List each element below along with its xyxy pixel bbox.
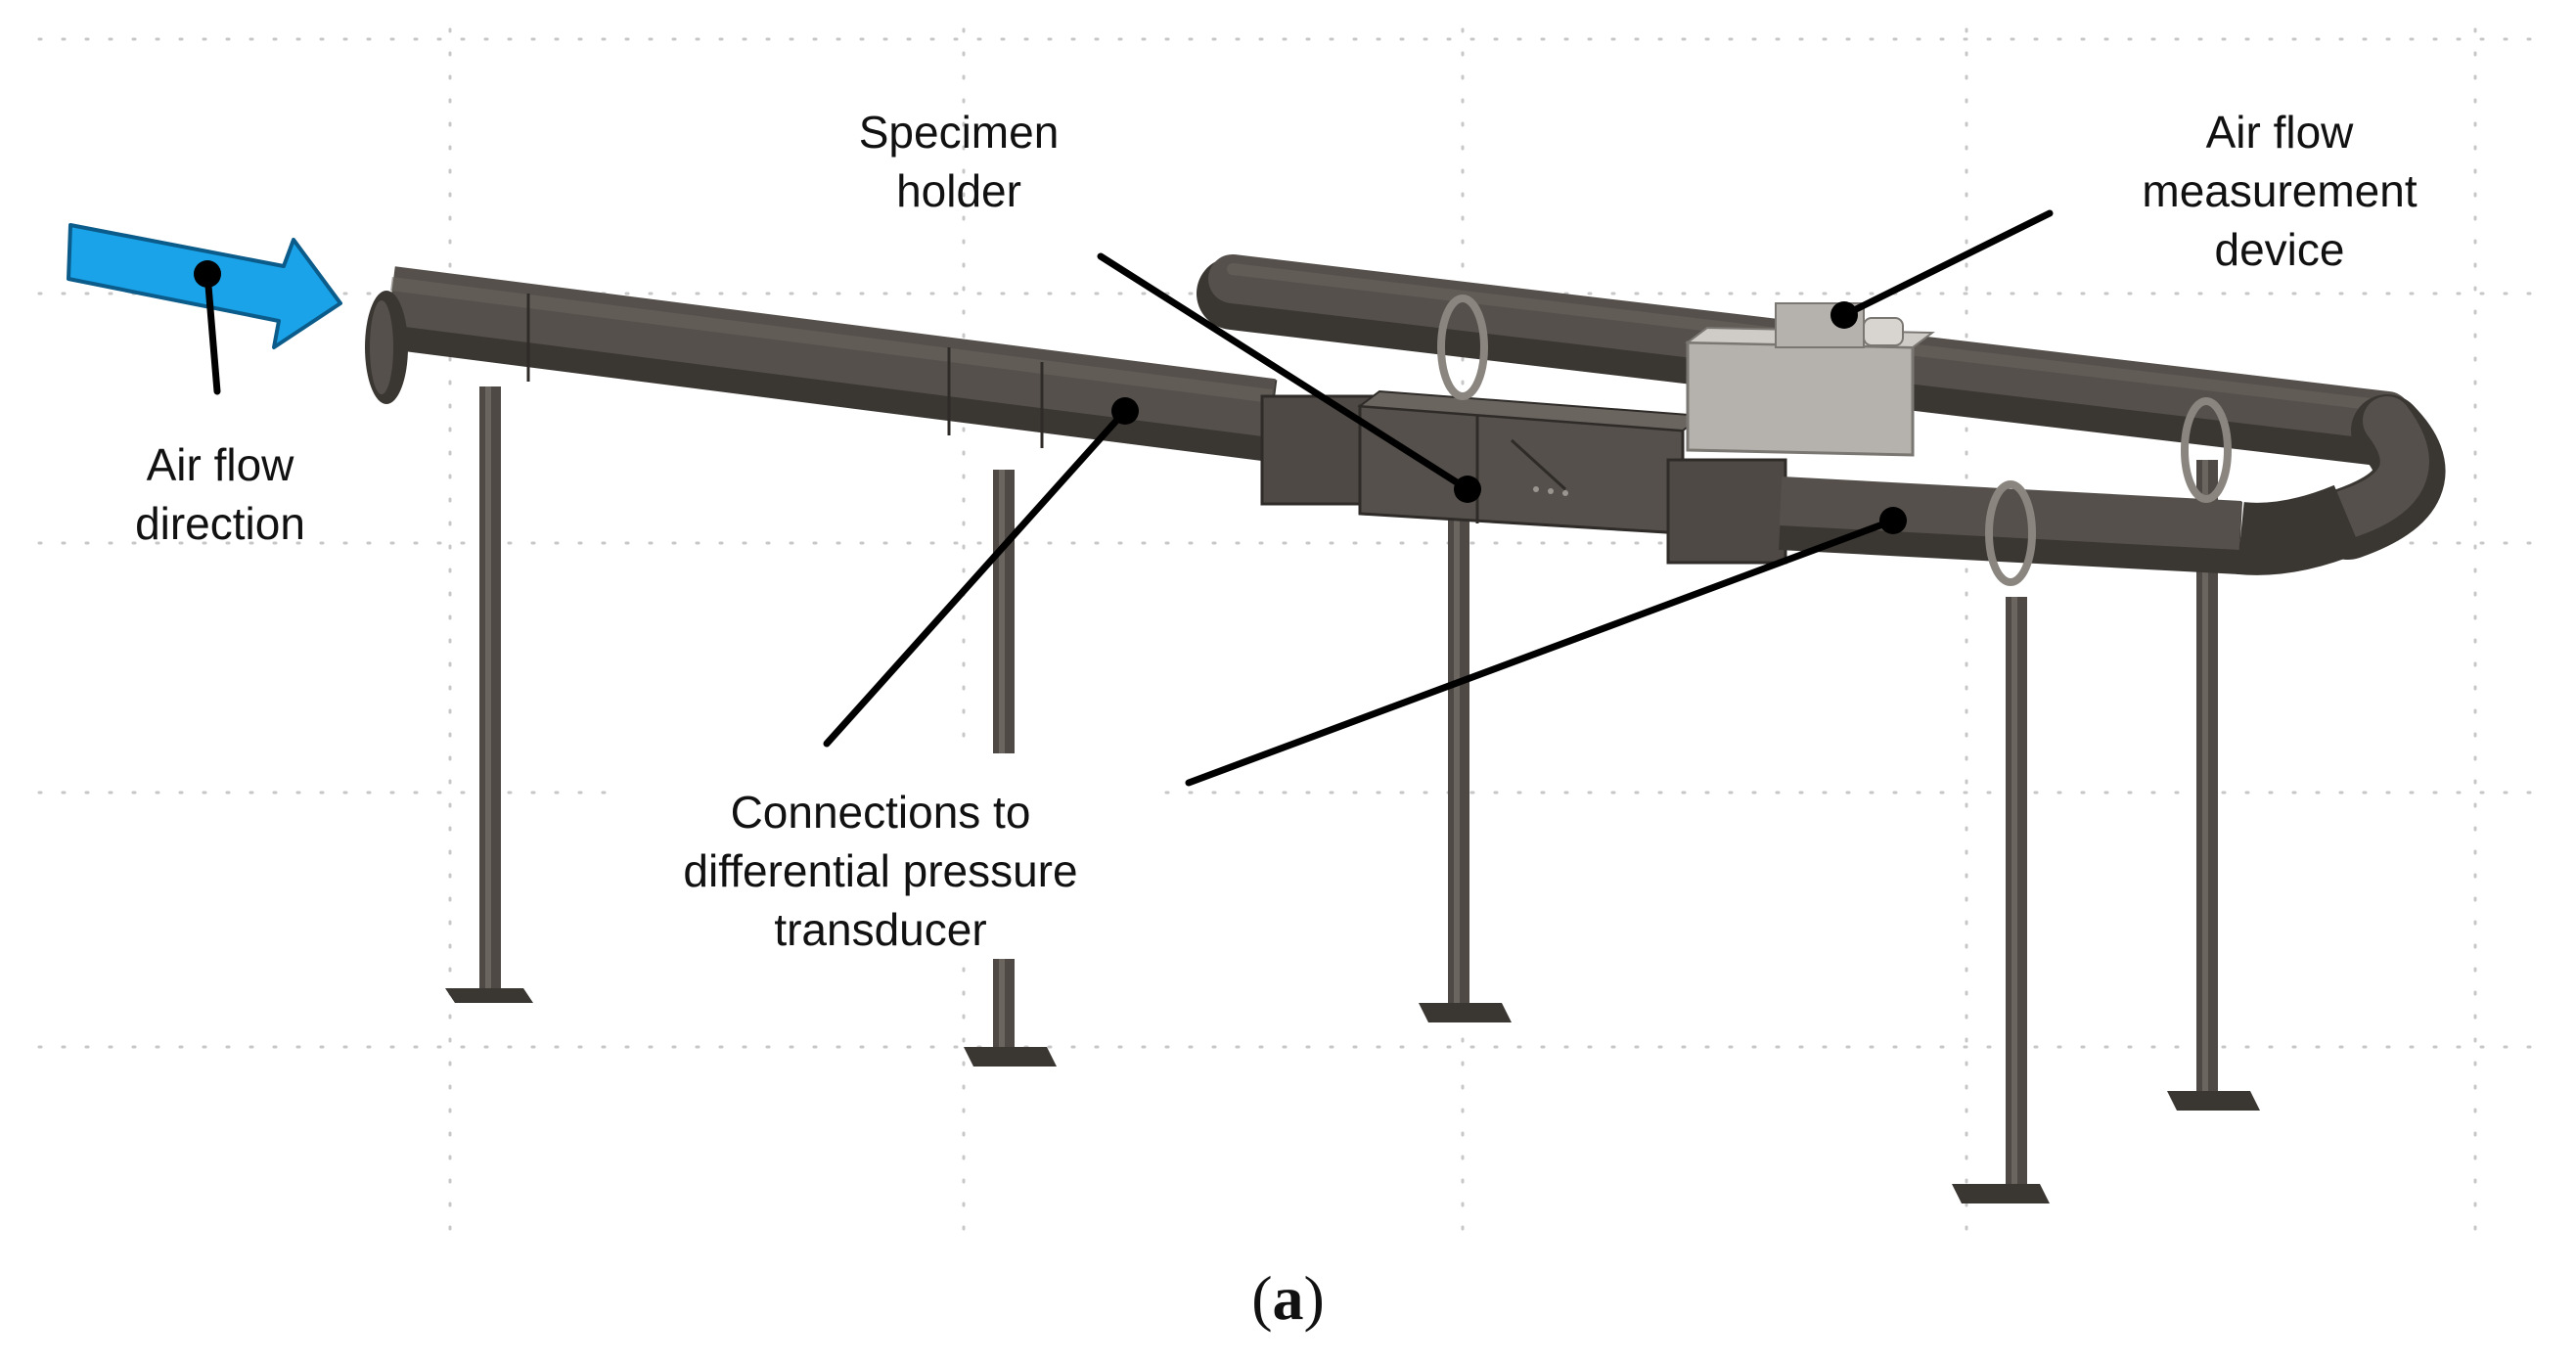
label-line: transducer xyxy=(774,904,987,955)
stand-5 xyxy=(2167,460,2260,1111)
label-specimen-holder: Specimen holder xyxy=(822,103,1096,220)
label-line: holder xyxy=(896,165,1021,216)
airflow-measurement-box xyxy=(1685,302,1935,457)
label-connections: Connections to differential pressure tra… xyxy=(611,783,1150,959)
pipe-clamps xyxy=(1437,295,2232,586)
label-line: measurement xyxy=(2142,165,2418,216)
leader-connection-2 xyxy=(1185,517,1897,787)
dot-airflow-measurement xyxy=(1830,301,1858,329)
caption-open: ( xyxy=(1251,1263,1273,1333)
label-line: differential pressure xyxy=(683,845,1078,896)
dot-airflow-direction xyxy=(194,260,221,288)
label-line: device xyxy=(2214,224,2345,275)
leader-lines xyxy=(203,209,2054,787)
label-airflow-measurement: Air flow measurement device xyxy=(2103,103,2456,279)
stand-4 xyxy=(1952,597,2050,1203)
label-line: direction xyxy=(135,498,305,549)
connections-label-backing xyxy=(607,753,1154,959)
stand-3 xyxy=(1419,509,1512,1022)
outlet-pipe xyxy=(1666,458,2363,575)
caption-close: ) xyxy=(1303,1263,1325,1333)
leader-specimen-holder xyxy=(1097,252,1471,493)
dot-connection-2 xyxy=(1879,507,1907,534)
label-line: Specimen xyxy=(858,107,1060,158)
caption-letter: a xyxy=(1272,1263,1304,1333)
label-airflow-direction: Air flow direction xyxy=(93,435,347,553)
figure-caption: (a) xyxy=(0,1262,2576,1335)
leader-airflow-direction xyxy=(203,270,221,395)
dot-connection-1 xyxy=(1111,397,1139,425)
leader-connection-1 xyxy=(823,407,1129,748)
label-line: Air flow xyxy=(146,439,294,490)
inlet-pipe xyxy=(365,266,1278,462)
label-line: Air flow xyxy=(2205,107,2354,158)
specimen-holder-box xyxy=(1260,389,1705,535)
dot-specimen-holder xyxy=(1454,476,1481,503)
stand-1 xyxy=(445,386,533,1003)
label-line: Connections to xyxy=(730,787,1031,838)
leader-dots xyxy=(194,260,1907,534)
leader-airflow-measurement xyxy=(1840,209,2054,319)
